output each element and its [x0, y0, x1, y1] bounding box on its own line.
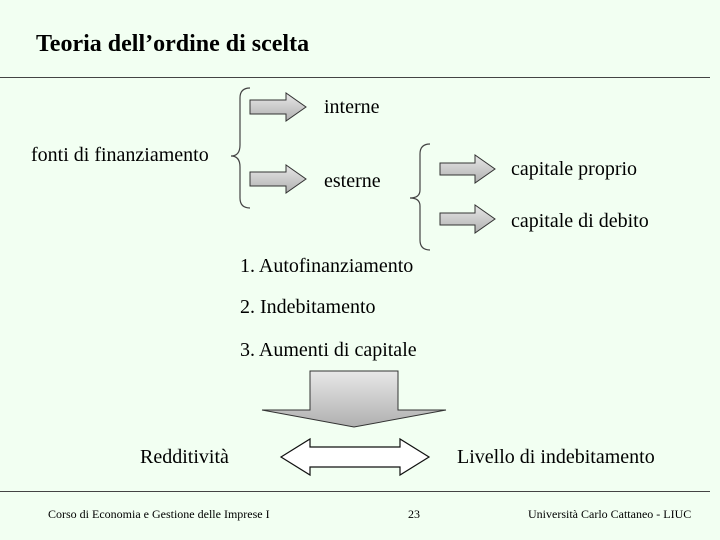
internal-arrow	[249, 92, 307, 122]
debt-arrow	[439, 204, 496, 234]
equity-label: capitale proprio	[511, 158, 638, 180]
debt-label: capitale di debito	[511, 210, 649, 232]
profitability-label: Redditività	[140, 446, 229, 468]
source-brace	[230, 87, 251, 209]
leverage-label: Livello di indebitamento	[457, 446, 655, 468]
footer-university: Università Carlo Cattaneo - LIUC	[528, 507, 692, 521]
down-arrow	[261, 370, 447, 428]
order-item-2: 2. Indebitamento	[240, 296, 376, 318]
title-divider	[0, 77, 710, 78]
external-arrow	[249, 164, 307, 194]
internal-label: interne	[324, 96, 380, 118]
external-label: esterne	[324, 170, 381, 192]
tradeoff-arrow	[279, 437, 431, 477]
external-brace	[409, 143, 431, 251]
footer-page-number: 23	[408, 507, 420, 521]
source-label: fonti di finanziamento	[31, 144, 209, 166]
page-title: Teoria dell’ordine di scelta	[36, 31, 310, 57]
footer-course: Corso di Economia e Gestione delle Impre…	[48, 507, 270, 521]
footer-divider	[0, 491, 710, 492]
order-item-1: 1. Autofinanziamento	[240, 255, 414, 277]
order-item-3: 3. Aumenti di capitale	[240, 339, 417, 361]
equity-arrow	[439, 154, 496, 184]
